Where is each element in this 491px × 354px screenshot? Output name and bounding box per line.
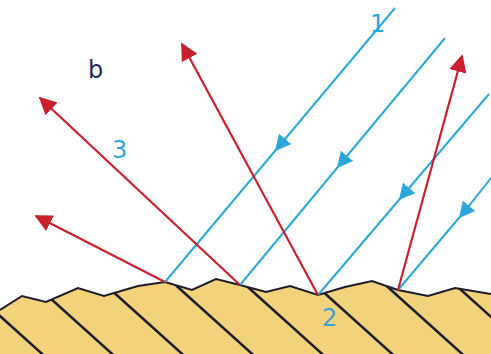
callout-number: 2 bbox=[322, 306, 337, 330]
surface-outline bbox=[0, 279, 491, 310]
rough-surface bbox=[0, 279, 491, 354]
part-letter: b bbox=[88, 58, 103, 82]
incident-rays bbox=[165, 8, 491, 295]
callout-number: 3 bbox=[112, 138, 127, 162]
reflected-rays bbox=[36, 44, 462, 295]
surface-hatching bbox=[0, 280, 491, 354]
callout-number: 1 bbox=[370, 12, 385, 36]
